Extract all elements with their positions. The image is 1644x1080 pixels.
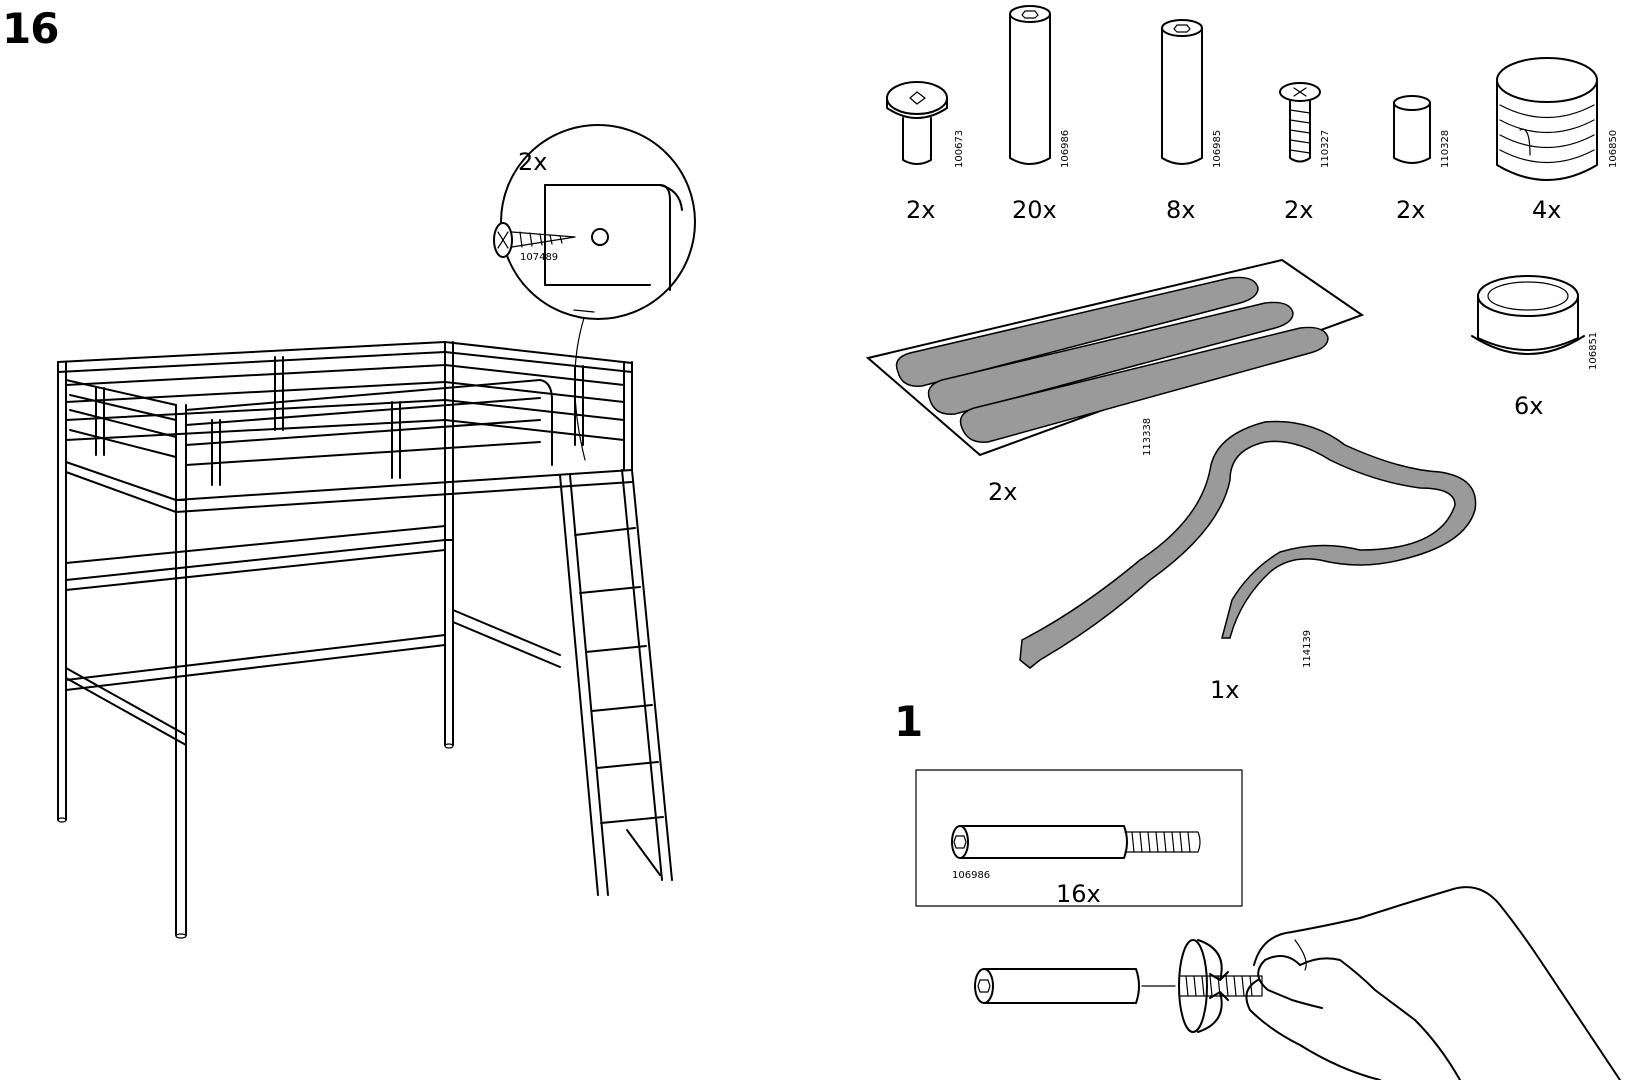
quantity-110328: 2x (1396, 196, 1426, 224)
end-cap-icon (1496, 57, 1598, 181)
step1-box (915, 769, 1243, 907)
quantity-110327: 2x (1284, 196, 1314, 224)
hand-icon (1245, 886, 1621, 1080)
magnifier-callout-icon (493, 124, 696, 461)
part-number-114139: 114139 (1302, 629, 1313, 668)
ribbon-strap-icon (1019, 420, 1477, 669)
quantity-106985: 8x (1166, 196, 1196, 224)
quantity-106851: 6x (1514, 392, 1544, 420)
part-number-113338: 113338 (1142, 417, 1153, 456)
ring-cap-icon (1471, 275, 1585, 355)
part-number-110327: 110327 (1320, 129, 1331, 168)
sub-step-number: 1 (894, 697, 923, 746)
quantity-114139: 1x (1210, 676, 1240, 704)
callout-part-number: 107489 (520, 252, 559, 263)
adhesive-strip-sheet-icon (865, 258, 1365, 457)
dowel-assembly-icon (974, 939, 1263, 1033)
box-quantity: 16x (1056, 880, 1101, 908)
box-part-number: 106986 (952, 870, 991, 881)
part-number-106850: 106850 (1608, 129, 1619, 168)
sleeve-icon (1393, 95, 1431, 164)
quantity-113338: 2x (988, 478, 1018, 506)
step-number: 16 (2, 4, 59, 53)
callout-quantity: 2x (518, 148, 548, 176)
bolt-dowel-icon (951, 825, 1201, 859)
quantity-100673: 2x (906, 196, 936, 224)
long-dowel-icon (1009, 5, 1051, 165)
part-number-100673: 100673 (954, 129, 965, 168)
part-number-110328: 110328 (1440, 129, 1451, 168)
dowel-icon (1161, 19, 1203, 165)
part-number-106986: 106986 (1060, 129, 1071, 168)
part-number-106851: 106851 (1588, 331, 1599, 370)
quantity-106986: 20x (1012, 196, 1057, 224)
allen-bolt-icon (886, 81, 948, 165)
loft-bed-frame-icon (57, 341, 673, 939)
screw-icon (1279, 82, 1321, 163)
quantity-106850: 4x (1532, 196, 1562, 224)
part-number-106985: 106985 (1212, 129, 1223, 168)
